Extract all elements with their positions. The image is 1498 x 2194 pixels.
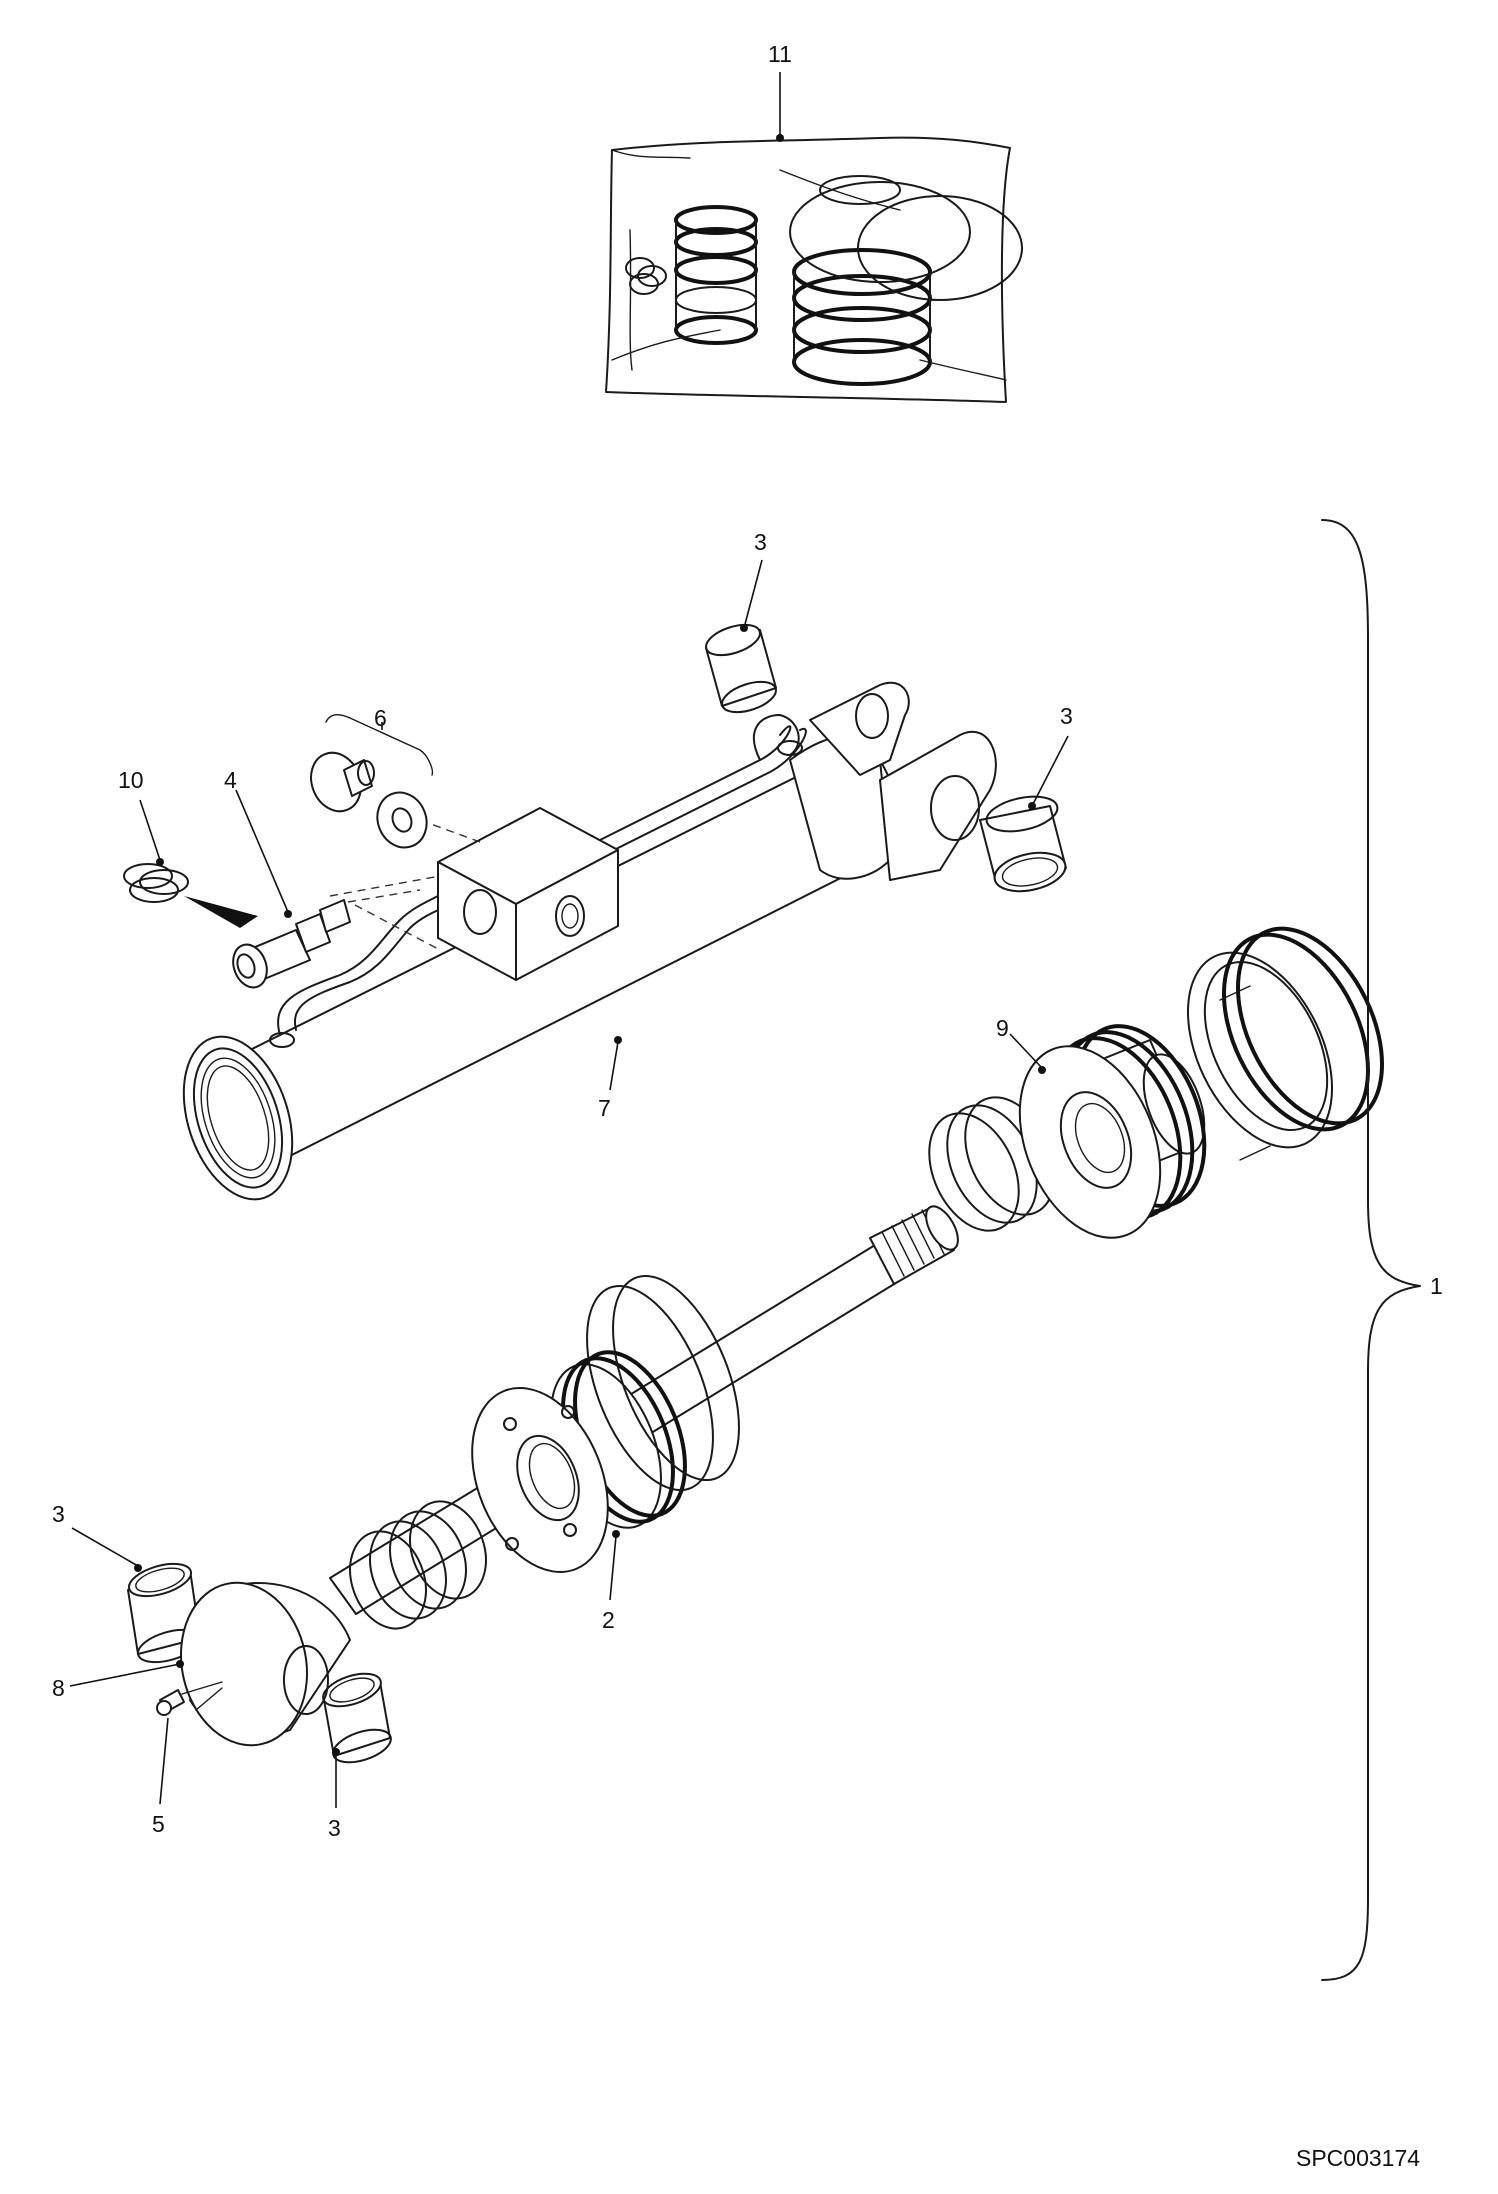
callout-7: 7 — [598, 1095, 611, 1121]
callout-10: 10 — [118, 767, 144, 793]
bushing-top — [705, 559, 777, 714]
piston — [471, 1350, 687, 1601]
callout-3-lower-right: 3 — [328, 1815, 341, 1841]
cylinder-barrel — [182, 681, 997, 1201]
guide-ring — [1187, 926, 1384, 1161]
callout-9: 9 — [996, 1015, 1009, 1041]
piston-rod — [329, 1205, 959, 1615]
rod-eye-seals — [349, 1500, 487, 1630]
callout-6: 6 — [374, 705, 387, 731]
callout-4: 4 — [224, 767, 237, 793]
plug-and-washer — [310, 714, 434, 849]
callout-3-lower-left: 3 — [52, 1501, 65, 1527]
reference-code: SPC003174 — [1296, 2145, 1420, 2171]
bushing-right — [979, 735, 1069, 893]
callout-2: 2 — [602, 1607, 615, 1633]
callout-5: 5 — [152, 1811, 165, 1837]
callout-3-right: 3 — [1060, 703, 1073, 729]
piston-wear-rings — [586, 1274, 740, 1492]
cylinder-head — [1009, 1024, 1207, 1239]
callout-11: 11 — [768, 41, 792, 67]
callout-1: 1 — [1430, 1273, 1443, 1299]
callout-3-top: 3 — [754, 529, 767, 555]
assembly-brace — [1321, 519, 1421, 1981]
grease-nipple — [156, 1681, 223, 1805]
check-valve — [184, 789, 421, 989]
rod-eye — [69, 1581, 351, 1747]
seal-kit-bag — [605, 72, 1023, 403]
bushing-lower-right — [322, 1672, 392, 1808]
callout-8: 8 — [52, 1675, 65, 1701]
o-rings — [123, 799, 189, 903]
bushing-lower-left — [71, 1527, 202, 1664]
